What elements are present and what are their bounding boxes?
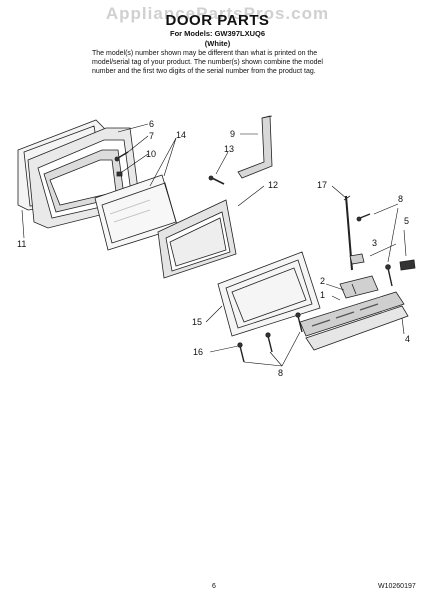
part-screw-13 [208,175,225,185]
document-number: W10260197 [378,583,416,590]
part-screw-8-right-lower [385,264,393,287]
callout-16: 16 [193,347,203,357]
page-title: DOOR PARTS [165,12,270,29]
callout-5: 5 [404,216,409,226]
callout-13: 13 [224,144,234,154]
watermark: AppliancePartsPros.com [105,4,330,23]
callout-4: 4 [405,334,410,344]
callout-8-right: 8 [398,194,403,204]
part-lower-screws [237,312,303,363]
model-line: For Models: GW397LXUQ6 [169,29,265,38]
part-hinge-2 [339,275,379,299]
part-plug-5 [399,259,416,271]
callout-17: 17 [317,180,327,190]
callout-3: 3 [372,238,377,248]
callout-10: 10 [146,149,156,159]
callout-6: 6 [149,119,154,129]
callout-14: 14 [176,130,186,140]
color-line: (White) [204,39,231,48]
part-inner-window-frame [157,199,237,279]
callout-11: 11 [17,239,26,249]
leader-lines [21,123,407,367]
callout-9: 9 [230,129,235,139]
callout-12: 12 [268,180,278,190]
model-note: The model(s) number shown may be differe… [92,50,323,75]
callout-8-lower: 8 [278,368,283,378]
page-number: 6 [212,583,216,590]
part-clip-3 [349,253,365,265]
callout-15: 15 [192,317,202,327]
part-handle-vent [299,291,409,351]
callout-2: 2 [320,276,325,286]
callout-7: 7 [149,131,154,141]
callout-1: 1 [320,290,325,300]
part-screws-upper [114,151,129,177]
part-screw-8-right [356,213,371,222]
part-inner-door-panel [217,251,321,337]
part-bracket-9 [237,115,273,179]
